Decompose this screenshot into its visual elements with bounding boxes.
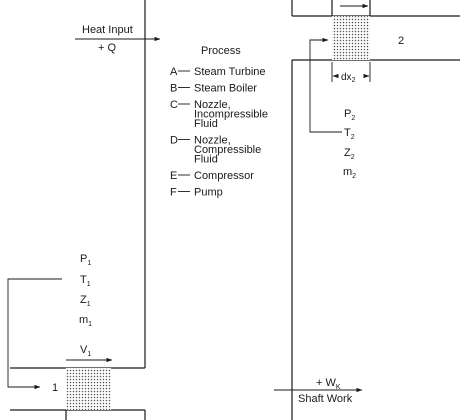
- outlet-leader-line: [309, 37, 342, 133]
- process-item-key: B: [170, 83, 177, 95]
- process-item-label: Compressible: [194, 144, 261, 156]
- process-item-label: Nozzle,: [194, 135, 231, 147]
- outlet-temperature-label: T2: [344, 127, 355, 141]
- process-item-label: Nozzle,: [194, 99, 231, 111]
- outlet-pressure-label: P2: [344, 108, 355, 122]
- heat-input-symbol: + Q: [98, 42, 116, 54]
- inlet-leader-line: [7, 278, 62, 390]
- process-item: B Steam Boiler: [170, 83, 257, 95]
- process-item: A Steam Turbine: [170, 66, 266, 78]
- process-item-key: F: [170, 187, 177, 199]
- process-item-label: Fluid: [194, 118, 218, 130]
- inlet-temperature-label: T1: [80, 274, 91, 288]
- process-item: E Compressor: [170, 170, 254, 182]
- inlet-pressure-label: P1: [80, 253, 91, 267]
- inlet-fluid-element: [66, 368, 111, 410]
- process-item-label: Compressor: [194, 170, 254, 182]
- inlet-section-number: 1: [52, 382, 58, 394]
- shaft-work-symbol: + WK: [316, 377, 341, 391]
- process-item-label: Steam Turbine: [194, 66, 266, 78]
- process-item-label: Incompressible: [194, 109, 268, 121]
- outlet-fluid-element: [332, 16, 370, 60]
- process-item-key: D: [170, 135, 178, 147]
- heat-input-label: Heat Input: [82, 24, 133, 36]
- shaft-work-label: Shaft Work: [298, 393, 353, 405]
- process-item-label: Steam Boiler: [194, 83, 257, 95]
- outlet-mass-label: m2: [343, 166, 356, 180]
- inlet-elevation-label: Z1: [80, 294, 91, 308]
- outlet-section-number: 2: [398, 35, 404, 47]
- inlet-mass-label: m1: [79, 314, 92, 328]
- process-item-label: Pump: [194, 187, 223, 199]
- process-item-key: C: [170, 99, 178, 111]
- process-item-label: Fluid: [194, 154, 218, 166]
- process-item-key: A: [170, 66, 178, 78]
- inlet-velocity-label: V1: [80, 344, 91, 358]
- dx2-label: dx2: [341, 72, 356, 84]
- process-heading: Process: [201, 45, 241, 57]
- outlet-elevation-label: Z2: [344, 147, 355, 161]
- process-item-key: E: [170, 170, 177, 182]
- process-item: F Pump: [170, 187, 223, 199]
